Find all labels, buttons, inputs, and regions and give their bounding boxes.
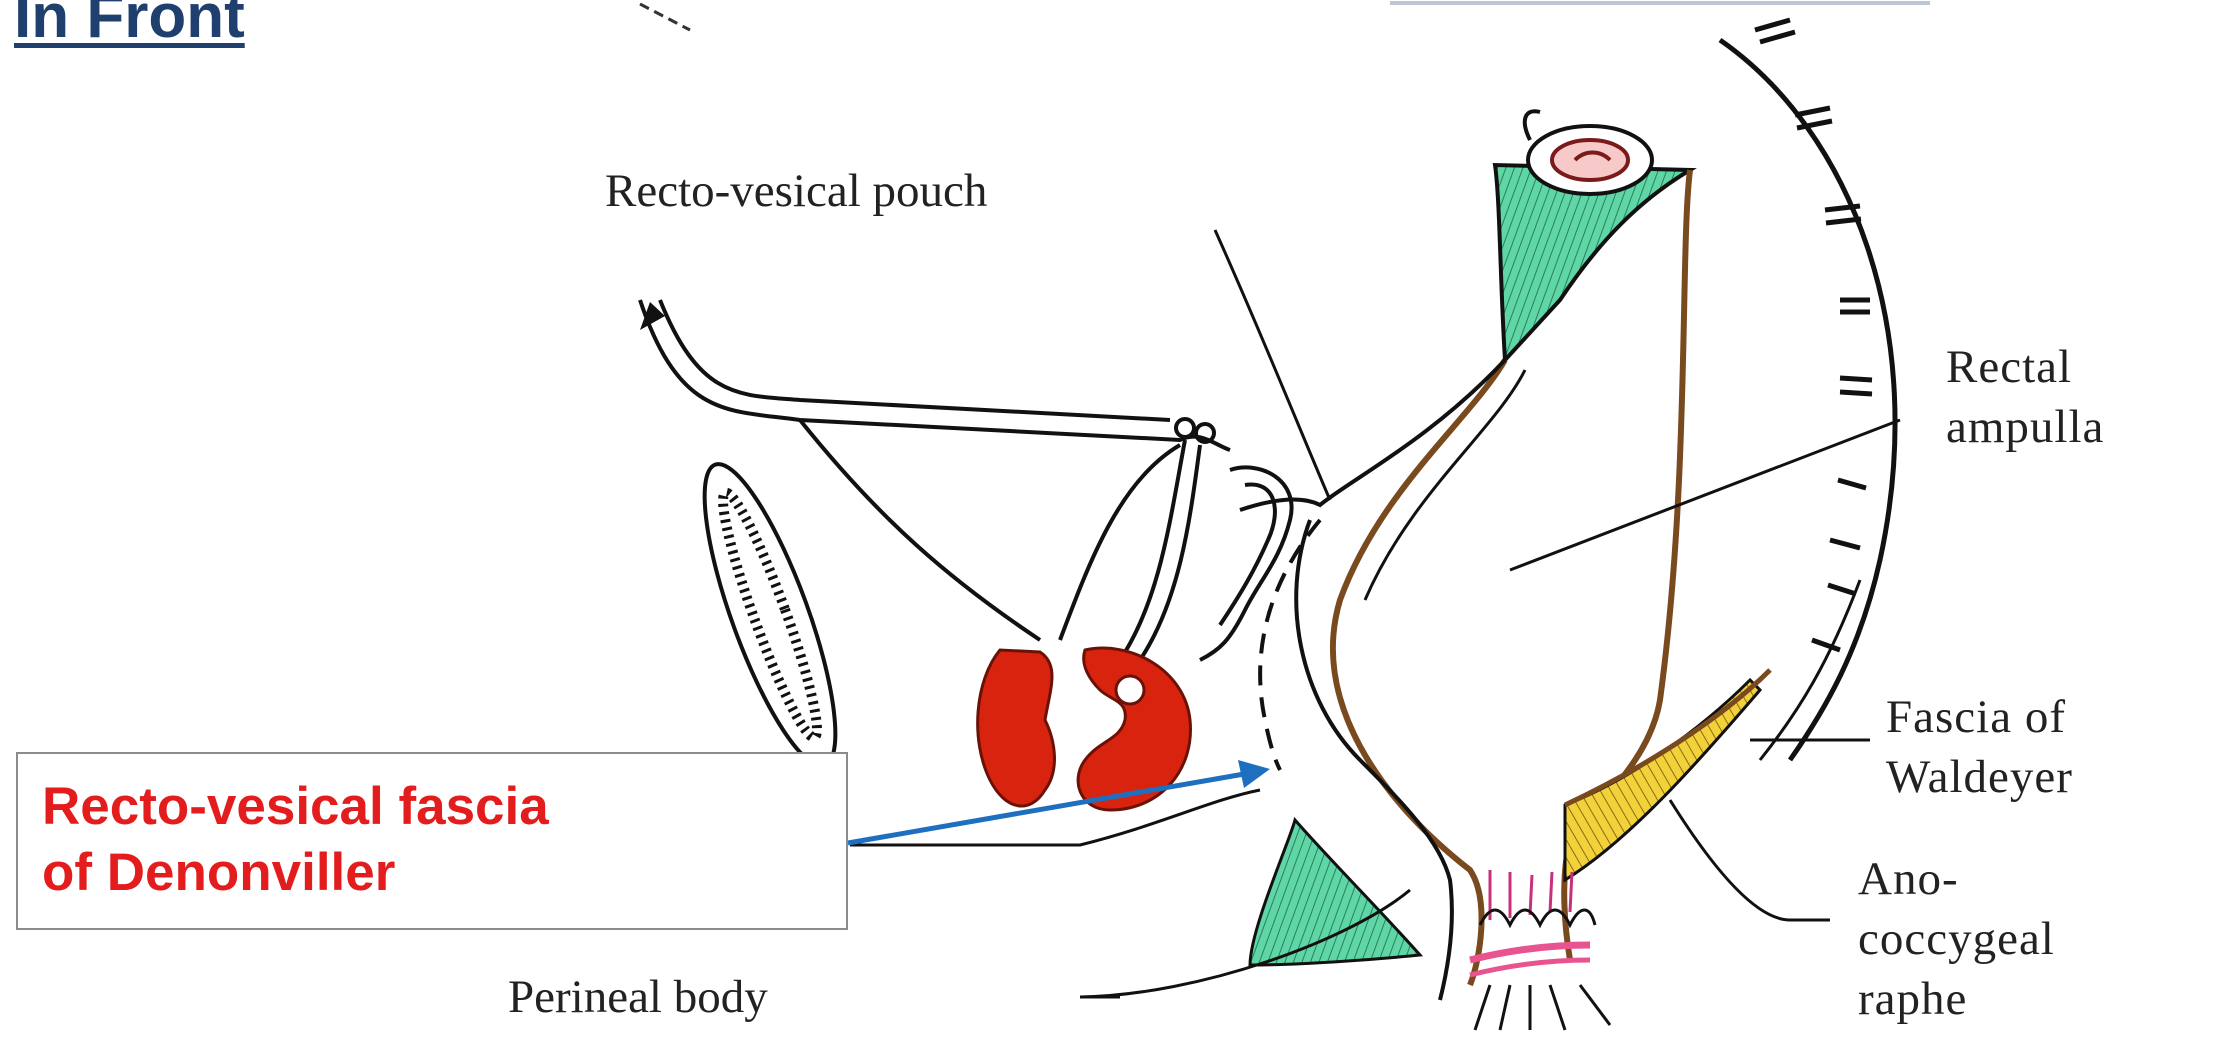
- label-rectal-ampulla-line2: ampulla: [1946, 400, 2104, 454]
- label-perineal-body: Perineal body: [508, 970, 768, 1024]
- leader-rectal-ampulla: [1510, 420, 1900, 570]
- label-ano-coccygeal-line2: coccygeal: [1858, 912, 2055, 966]
- leader-lines: [850, 230, 1900, 997]
- label-rectal-ampulla-line1: Rectal: [1946, 340, 2072, 394]
- seminal-vesicle: [1200, 467, 1292, 660]
- label-ano-coccygeal-line3: raphe: [1858, 972, 1967, 1026]
- perineal-body: [1250, 820, 1420, 965]
- callout-arrow: [848, 760, 1270, 843]
- label-ano-coccygeal-line1: Ano-: [1858, 852, 1959, 906]
- pubic-symphysis: [680, 452, 861, 779]
- callout-line-1: Recto-vesical fascia: [42, 774, 846, 840]
- anal-canal: [1470, 870, 1610, 1030]
- label-recto-vesical-pouch: Recto-vesical pouch: [605, 164, 987, 218]
- leader-recto-vesical-pouch: [1215, 230, 1330, 500]
- callout-line-2: of Denonviller: [42, 840, 846, 906]
- leader-ano-coccygeal: [1670, 800, 1830, 920]
- fascia-of-waldeyer: [1565, 670, 1770, 880]
- label-fascia-of-waldeyer-line2: Waldeyer: [1886, 750, 2073, 804]
- denonvilliers-fascia-line: [1260, 520, 1320, 770]
- leader-denonviller: [850, 790, 1260, 845]
- sigmoid-colon: [1495, 111, 1690, 360]
- denonviller-callout-box: Recto-vesical fascia of Denonviller: [16, 752, 848, 930]
- label-fascia-of-waldeyer-line1: Fascia of: [1886, 690, 2066, 744]
- sacrum-curve: [1720, 20, 1895, 760]
- top-dash-mark: [640, 4, 690, 30]
- prostate: [978, 648, 1191, 810]
